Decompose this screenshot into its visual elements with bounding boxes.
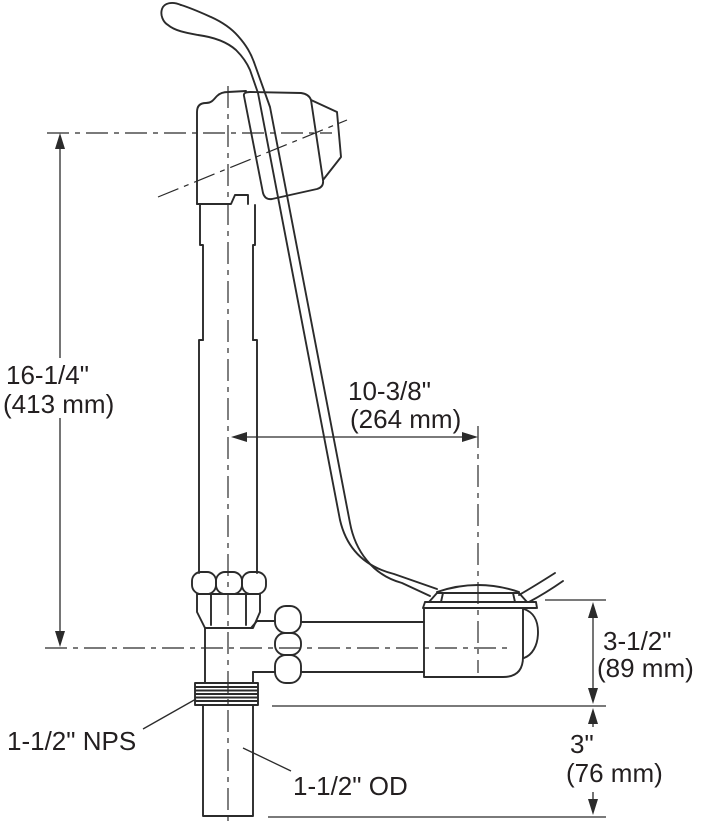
dim-reach-inches-label: 10-3/8" — [348, 376, 431, 406]
horizontal-waste-pipe — [300, 621, 425, 673]
tee-slip-nut-lobe — [215, 571, 243, 595]
arrowhead-down-icon — [55, 631, 65, 647]
handle-lever-upper-edge-and-cable-back — [180, 4, 431, 597]
overflow-escutcheon-slab — [196, 90, 247, 205]
branch-slip-nut-lobe — [274, 605, 302, 634]
dim-tail-inches-label: 3" — [570, 729, 594, 759]
tee-slip-nut — [191, 571, 267, 595]
overflow-faceplate-side — [310, 99, 342, 181]
linkage-angle-centerline — [157, 119, 348, 198]
tailpiece-pipe — [202, 704, 254, 817]
drain-flange — [422, 601, 538, 609]
centerlines — [45, 86, 513, 822]
arrowhead-right-icon — [462, 432, 478, 442]
dim-drain-metric-label: (89 mm) — [597, 653, 694, 683]
drain-body — [423, 607, 524, 678]
branch-slip-nut-lobe — [274, 654, 302, 684]
cable-exit-upper-curve — [518, 572, 556, 596]
leader-line-od — [242, 747, 292, 772]
arrowhead-up-icon — [588, 602, 598, 618]
cable-exit-lower-curve — [528, 580, 564, 603]
branch-slip-nut-lobe — [274, 632, 302, 656]
tee-hex-body — [196, 593, 261, 629]
dimensions — [55, 133, 606, 818]
linework — [160, 1, 564, 817]
arrowhead-down-icon — [588, 799, 598, 815]
callout-od-label: 1-1/2" OD — [293, 771, 408, 801]
leader-line-nps — [142, 698, 197, 730]
tee-slip-nut-lobe — [241, 571, 267, 595]
arrowhead-left-icon — [231, 432, 247, 442]
dim-drain-inches-label: 3-1/2" — [603, 626, 672, 656]
tee-branch-outlet — [250, 620, 276, 673]
handle-lever-lower-edge-and-cable-front — [160, 1, 438, 590]
dim-reach-metric-label: (264 mm) — [350, 404, 461, 434]
dim-height-metric-label: (413 mm) — [3, 389, 114, 419]
arrowhead-up-icon — [55, 133, 65, 149]
branch-slip-nut — [274, 605, 302, 684]
overflow-slip-tube — [198, 339, 258, 574]
drain-stopper-band — [428, 592, 528, 603]
tee-slip-nut-lobe — [191, 571, 217, 595]
overflow-escutcheon-bottom — [196, 194, 249, 205]
dim-height-inches-label: 16-1/4" — [6, 360, 89, 390]
callout-nps-label: 1-1/2" NPS — [7, 726, 136, 756]
tee-vertical-body — [204, 627, 254, 684]
tailpiece-threads — [194, 682, 259, 706]
drain-stopper-dome — [436, 584, 520, 593]
dim-tail-metric-label: (76 mm) — [566, 758, 663, 788]
labels: 16-1/4" (413 mm) 10-3/8" (264 mm) 3-1/2"… — [3, 360, 694, 801]
drain-outlet-hub — [523, 608, 539, 659]
overflow-tube-upper — [199, 204, 256, 341]
arrowhead-up-icon — [588, 708, 598, 724]
arrowhead-down-icon — [588, 688, 598, 704]
